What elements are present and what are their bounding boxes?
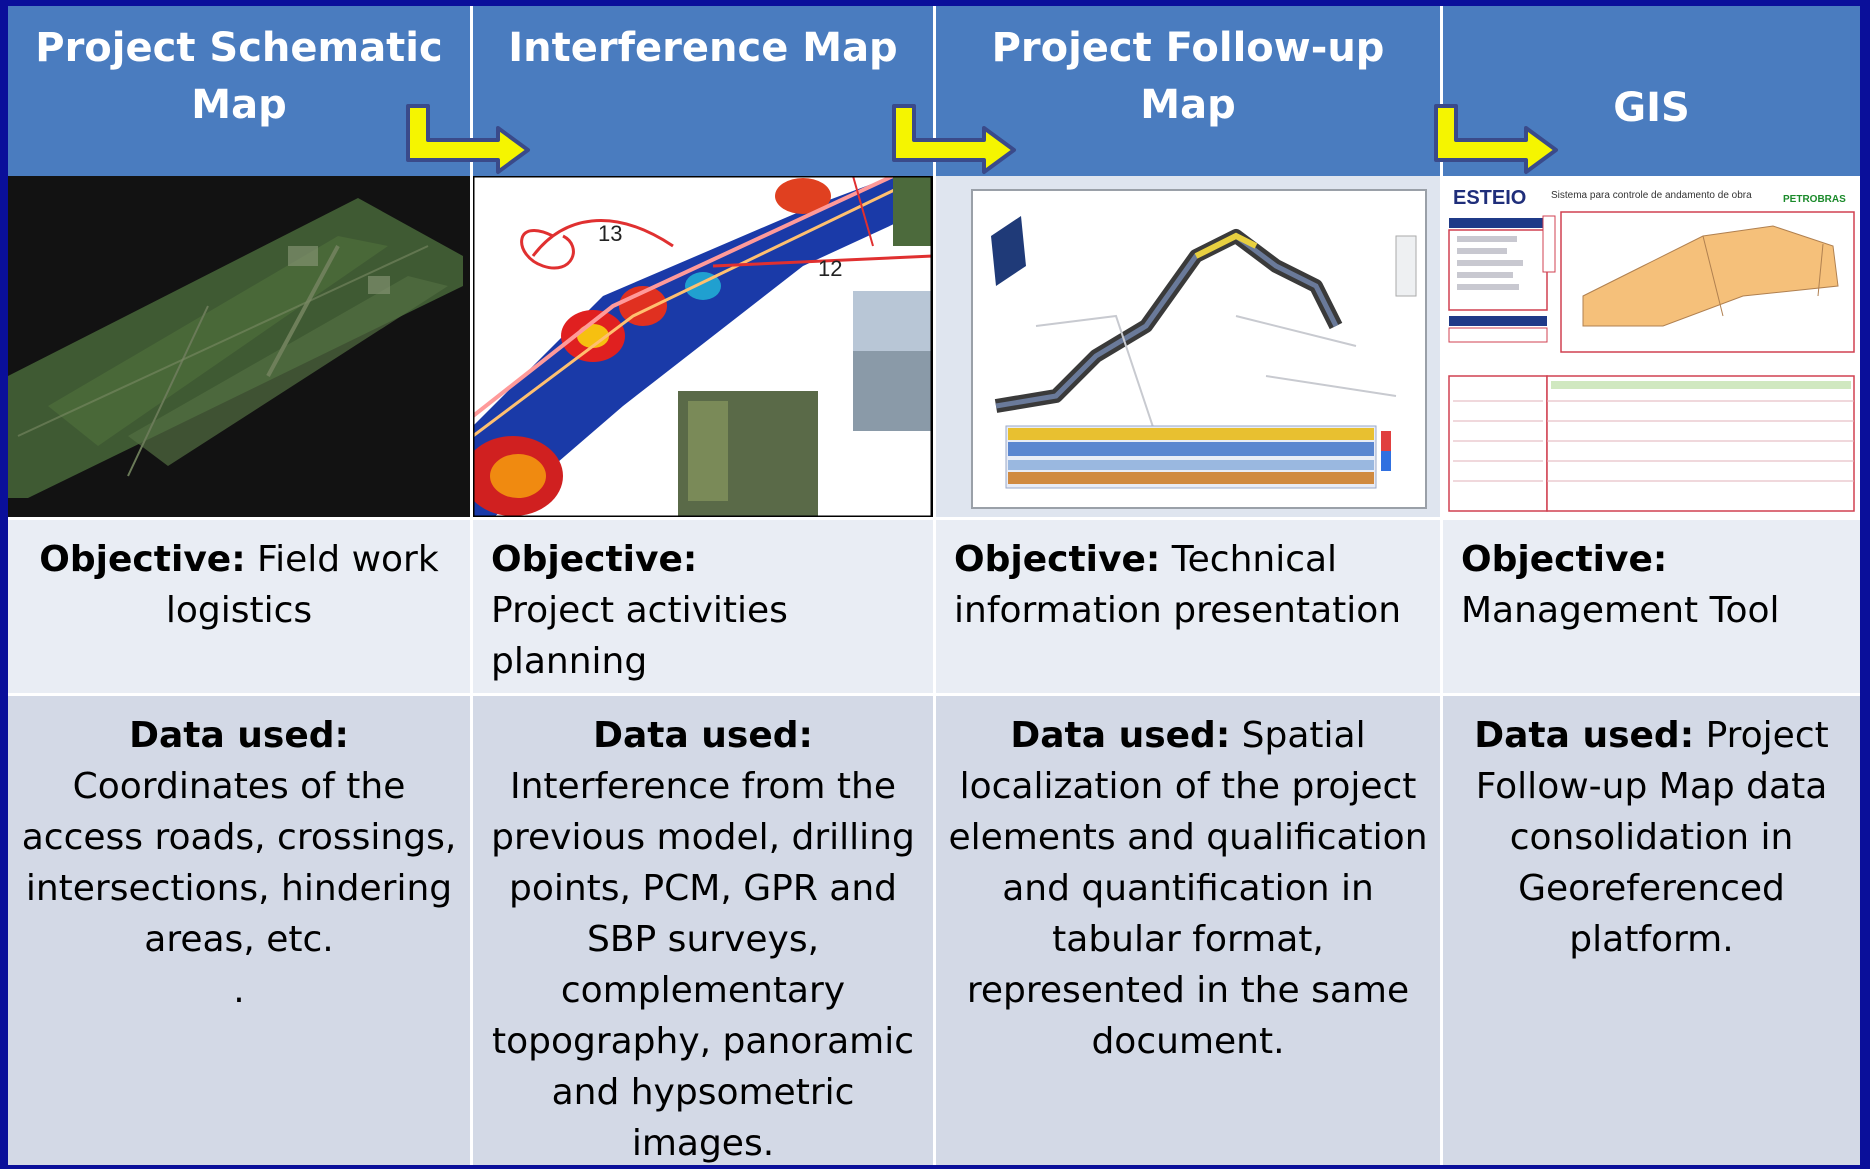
road-label-13: 13 bbox=[598, 221, 622, 246]
column-gis: GIS ESTEIO Sistema para controle de anda… bbox=[1443, 6, 1860, 1165]
objective-text: Project activities planning bbox=[491, 590, 788, 682]
objective-label: Objective: bbox=[491, 539, 698, 580]
column-divider bbox=[1440, 6, 1443, 1165]
column-title: Interference Map bbox=[508, 25, 898, 71]
objective-cell: Objective: Project activities planning bbox=[473, 518, 933, 694]
data-used-trailing-mark: . bbox=[233, 970, 245, 1011]
esteio-logo: ESTEIO bbox=[1453, 187, 1526, 209]
column-divider bbox=[933, 6, 936, 1165]
column-header: Project Schematic Map bbox=[8, 6, 470, 176]
objective-text: Field work logistics bbox=[165, 539, 439, 631]
data-used-label: Data used: bbox=[129, 715, 349, 756]
data-used-text: Project Follow-up Map data consolidation… bbox=[1475, 715, 1829, 960]
column-header: Project Follow-up Map bbox=[936, 6, 1440, 176]
data-used-label: Data used: bbox=[1010, 715, 1231, 756]
column-header: Interference Map bbox=[473, 6, 933, 176]
follow-up-map-image bbox=[936, 176, 1440, 518]
data-used-text: Coordinates of the access roads, crossin… bbox=[21, 766, 457, 960]
objective-text: Management Tool bbox=[1461, 590, 1780, 631]
data-used-text: Spatial localization of the project elem… bbox=[948, 715, 1428, 1062]
row-divider bbox=[8, 693, 1860, 696]
objective-label: Objective: bbox=[39, 539, 246, 580]
flow-arrow-icon bbox=[406, 104, 530, 174]
column-schematic-map: Project Schematic Map Objective: Field w… bbox=[8, 6, 470, 1165]
column-title: Project Schematic Map bbox=[35, 25, 443, 128]
objective-text: Technical information presentation bbox=[954, 539, 1402, 631]
objective-label: Objective: bbox=[1461, 539, 1668, 580]
flow-arrow-icon bbox=[892, 104, 1016, 174]
objective-cell: Objective: Technical information present… bbox=[936, 518, 1440, 694]
gis-system-title: Sistema para controle de andamento de ob… bbox=[1551, 190, 1752, 201]
data-used-cell: Data used: Interference from the previou… bbox=[473, 694, 933, 1165]
column-interference-map: Interference Map 13 12 bbox=[473, 6, 933, 1165]
flow-arrow-icon bbox=[1434, 104, 1558, 174]
objective-cell: Objective: Management Tool bbox=[1443, 518, 1860, 694]
flow-board: Project Schematic Map Objective: Field w… bbox=[8, 6, 1860, 1165]
data-used-cell: Data used: Project Follow-up Map data co… bbox=[1443, 694, 1860, 1165]
data-used-cell: Data used: Coordinates of the access roa… bbox=[8, 694, 470, 1165]
schematic-map-image bbox=[8, 176, 470, 518]
gis-screenshot-image: ESTEIO Sistema para controle de andament… bbox=[1443, 176, 1860, 518]
column-title: Project Follow-up Map bbox=[991, 25, 1385, 128]
objective-cell: Objective: Field work logistics bbox=[8, 518, 470, 694]
road-label-12: 12 bbox=[818, 256, 842, 281]
interference-map-image: 13 12 bbox=[473, 176, 933, 518]
column-title: GIS bbox=[1613, 85, 1690, 131]
objective-label: Objective: bbox=[954, 539, 1161, 580]
row-divider bbox=[8, 517, 1860, 520]
data-used-label: Data used: bbox=[1474, 715, 1695, 756]
data-used-text: Interference from the previous model, dr… bbox=[491, 766, 915, 1164]
column-follow-up-map: Project Follow-up Map Obj bbox=[936, 6, 1440, 1165]
data-used-label: Data used: bbox=[593, 715, 813, 756]
data-used-cell: Data used: Spatial localization of the p… bbox=[936, 694, 1440, 1165]
petrobras-logo: PETROBRAS bbox=[1783, 194, 1846, 205]
column-divider bbox=[470, 6, 473, 1165]
